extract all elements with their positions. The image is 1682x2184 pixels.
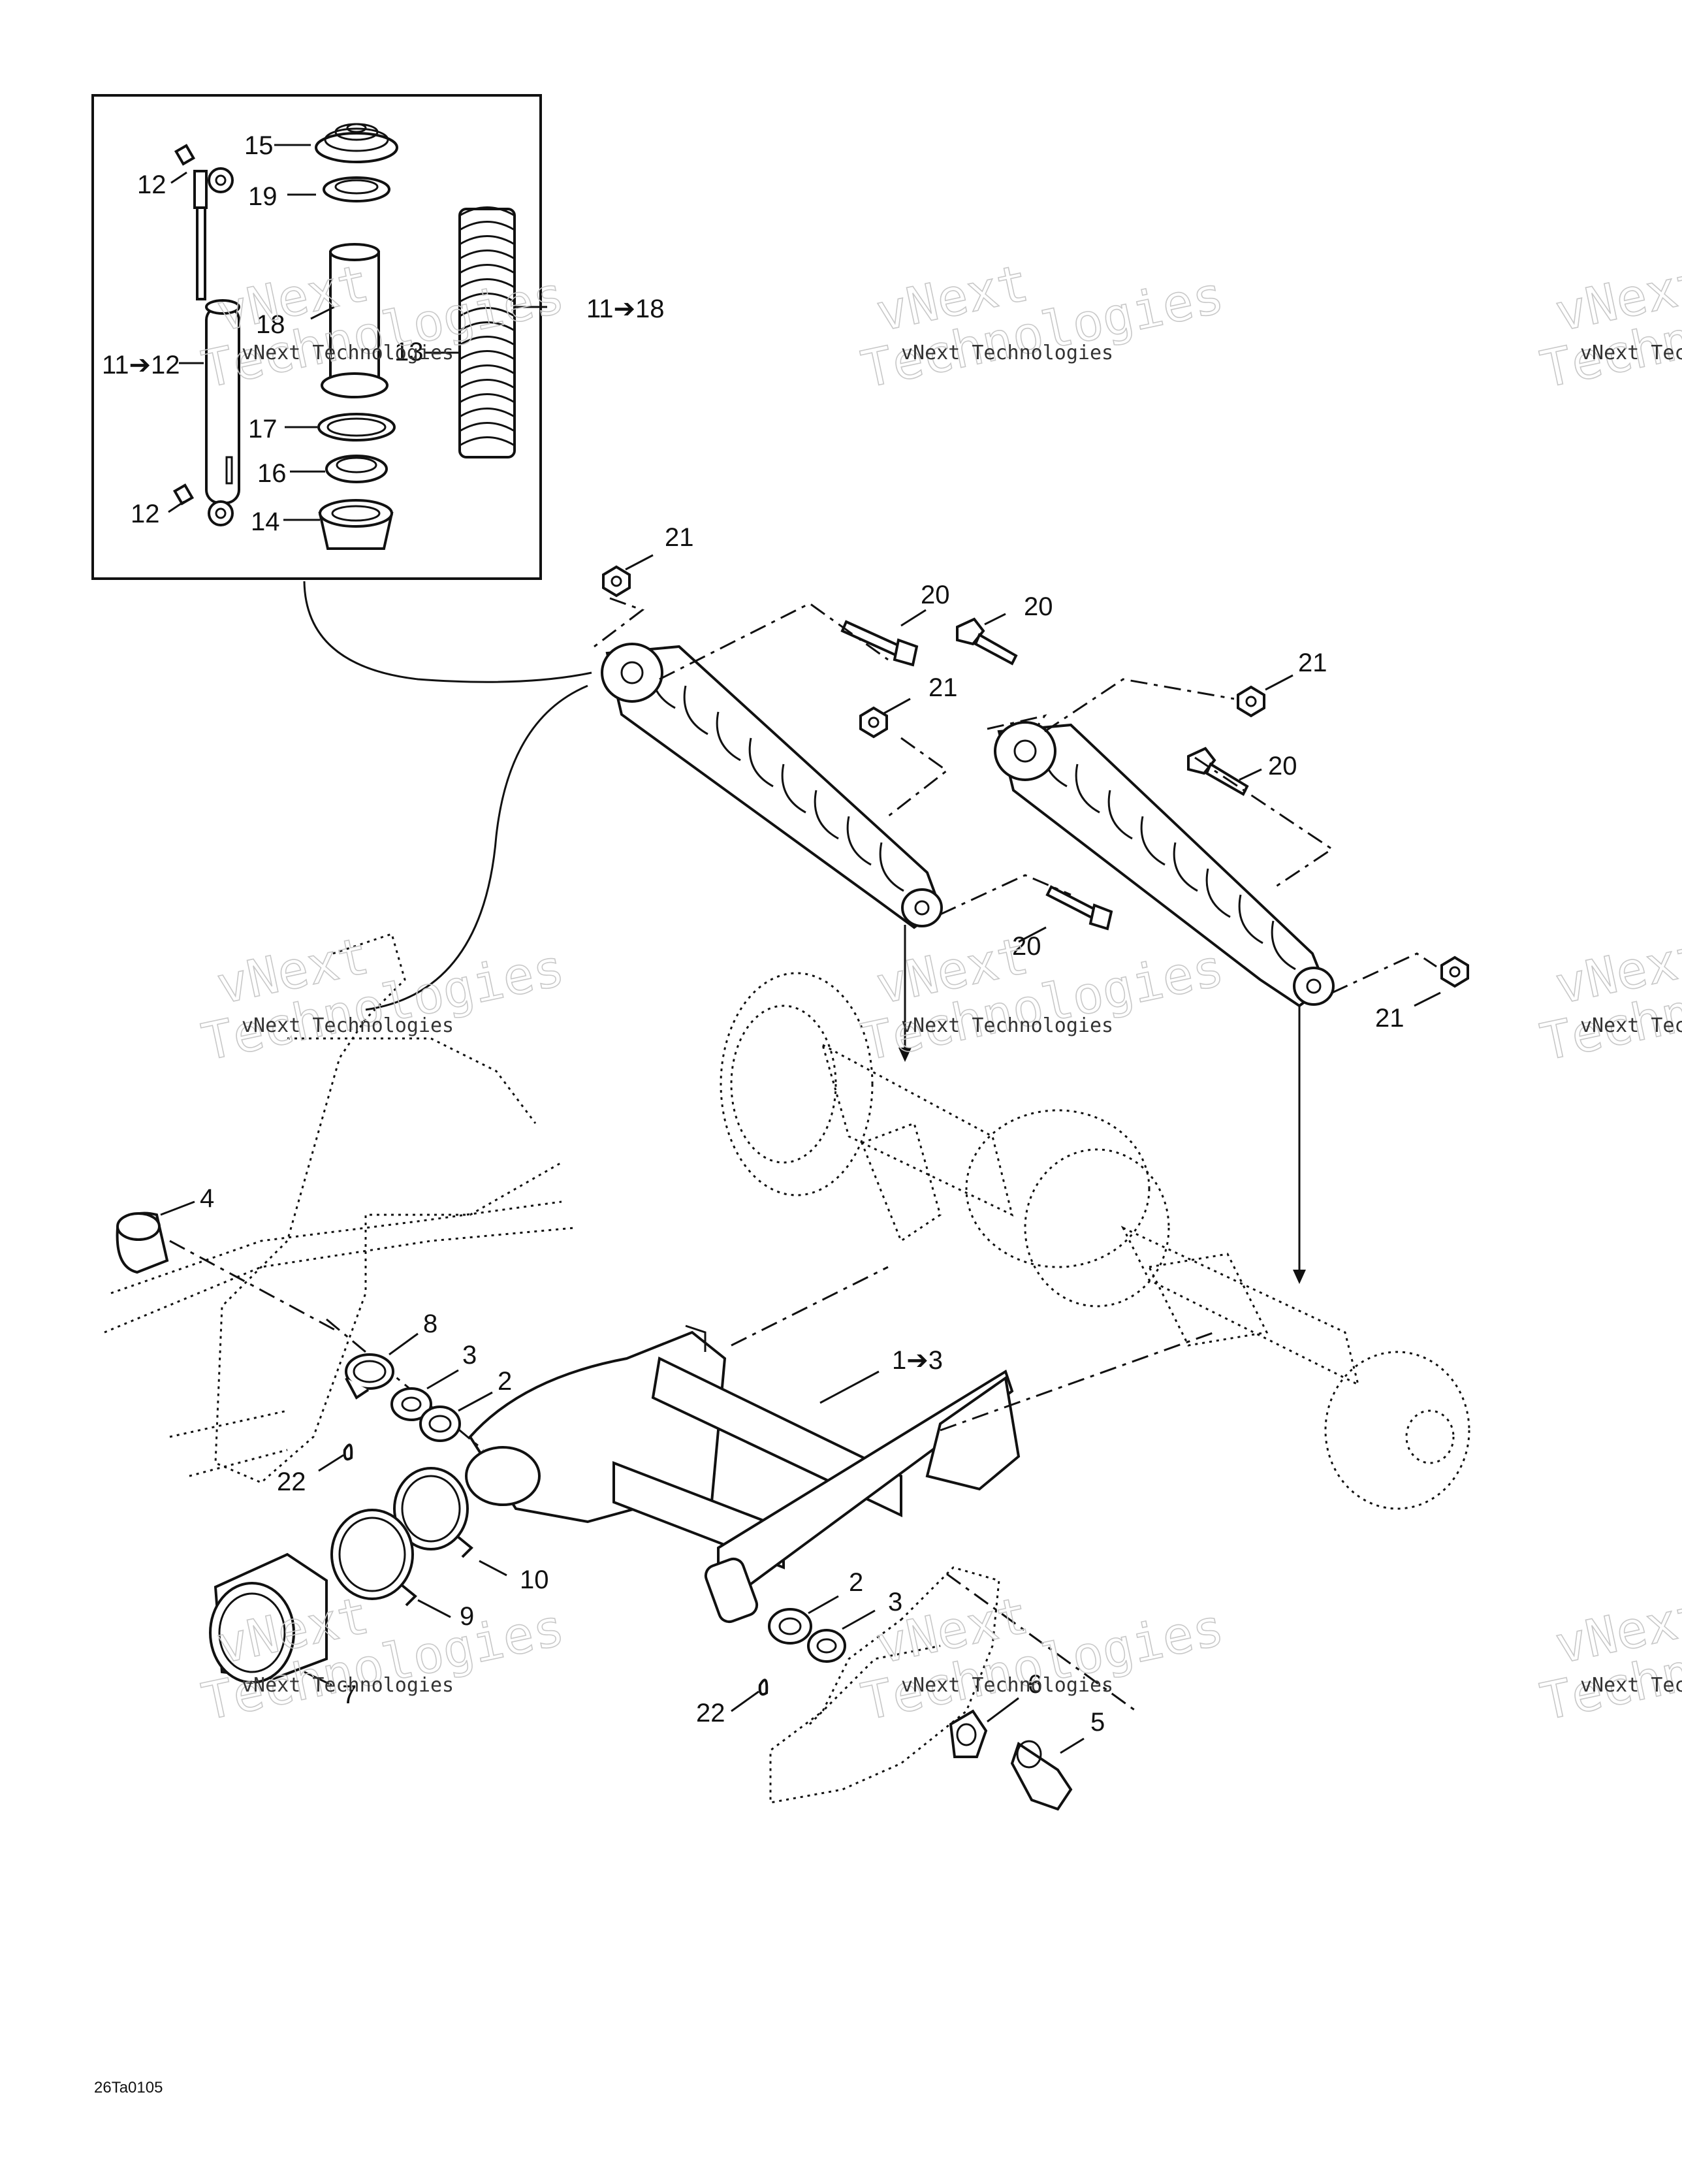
callout-16: 16 bbox=[257, 459, 287, 488]
callout-21-c: 21 bbox=[1298, 649, 1327, 677]
frame-right-drawing bbox=[769, 1566, 1000, 1804]
flange-bolt-1 bbox=[840, 620, 919, 667]
callout-12-top: 12 bbox=[137, 170, 167, 199]
svg-text:vNext Technologies: vNext Technologies bbox=[1580, 1674, 1682, 1697]
hex-nut-top-right bbox=[1237, 685, 1265, 718]
flange-bolt-4 bbox=[1045, 885, 1113, 931]
callout-2-left: 2 bbox=[498, 1367, 512, 1396]
callout-21-a: 21 bbox=[665, 523, 694, 552]
main-leader-lines bbox=[160, 554, 1441, 1754]
grease-drop-part-22-left bbox=[343, 1443, 353, 1461]
rear-axle-housing-drawing bbox=[720, 972, 1470, 1510]
swing-arm-drawing bbox=[465, 1325, 1021, 1624]
callout-18: 18 bbox=[256, 310, 285, 339]
grease-drop-part-22-right bbox=[758, 1678, 769, 1696]
watermark-9: vNext Technologies vNext Technologies bbox=[1535, 1586, 1682, 1733]
clamp-part-8 bbox=[345, 1353, 394, 1400]
svg-text:vNext Technologies: vNext Technologies bbox=[242, 1014, 454, 1037]
clamp-part-10 bbox=[393, 1467, 473, 1558]
callout-13: 13 bbox=[394, 338, 424, 366]
bushing-cap-part-4 bbox=[116, 1212, 169, 1274]
o-ring-drawing bbox=[317, 413, 396, 442]
bearing-part-2-right bbox=[768, 1608, 812, 1645]
callout-3-right: 3 bbox=[888, 1588, 902, 1616]
retainer-ring-drawing bbox=[323, 176, 390, 202]
callout-15: 15 bbox=[244, 131, 274, 160]
callout-2-right: 2 bbox=[849, 1568, 863, 1597]
svg-text:vNext Technologies: vNext Technologies bbox=[901, 1674, 1113, 1697]
svg-text:vNext Technologies: vNext Technologies bbox=[901, 342, 1113, 364]
inset-leader-lines bbox=[168, 144, 547, 521]
svg-text:vNext Technologies: vNext Technologies bbox=[1580, 1014, 1682, 1037]
bearing-part-2-left bbox=[419, 1405, 461, 1442]
hex-nut-top-left bbox=[602, 565, 631, 598]
flange-bolt-3 bbox=[1187, 747, 1249, 796]
shock-to-axle-arrows bbox=[898, 925, 1306, 1284]
hex-nut-mid bbox=[859, 706, 888, 739]
callout-1-3: 1➔3 bbox=[892, 1346, 943, 1375]
callout-14: 14 bbox=[251, 507, 280, 536]
shock-absorber-right-drawing bbox=[994, 721, 1335, 1008]
shock-to-frame-connector bbox=[365, 684, 588, 1011]
callout-3-left: 3 bbox=[462, 1341, 477, 1370]
watermark-6: vNext Technologies vNext Technologies bbox=[1535, 926, 1682, 1073]
callout-19: 19 bbox=[248, 182, 278, 211]
callout-12-bottom: 12 bbox=[131, 500, 160, 528]
callout-10: 10 bbox=[520, 1566, 549, 1594]
frame-left-drawing bbox=[104, 933, 575, 1484]
inset-to-shock-connector bbox=[303, 581, 592, 683]
callout-20-d: 20 bbox=[1012, 932, 1041, 961]
svg-text:vNext Technologies: vNext Technologies bbox=[242, 1674, 454, 1697]
adjuster-collar-drawing bbox=[318, 499, 394, 550]
callout-6: 6 bbox=[1028, 1670, 1042, 1699]
washer-part-3-left bbox=[390, 1387, 432, 1421]
watermark-8: vNext Technologies vNext Technologies bbox=[856, 1586, 1230, 1733]
callout-20-c: 20 bbox=[1268, 752, 1297, 780]
callout-20-a: 20 bbox=[921, 581, 950, 609]
pivot-bolt-part-5 bbox=[1010, 1740, 1073, 1811]
shock-damper-drawing bbox=[172, 144, 240, 526]
nut-part-6 bbox=[949, 1709, 988, 1758]
watermark-3: vNext Technologies vNext Technologies bbox=[1535, 253, 1682, 400]
callout-8: 8 bbox=[423, 1309, 437, 1338]
flange-bolt-2 bbox=[956, 617, 1018, 666]
shock-detail-inset bbox=[91, 94, 542, 580]
callout-22-left: 22 bbox=[277, 1468, 306, 1496]
callout-5: 5 bbox=[1090, 1708, 1105, 1737]
shock-absorber-left-drawing bbox=[601, 643, 943, 929]
spring-seat-drawing bbox=[315, 123, 398, 163]
callout-11-18: 11➔18 bbox=[586, 295, 665, 323]
washer-part-3-right bbox=[807, 1629, 846, 1663]
callout-7: 7 bbox=[342, 1680, 357, 1709]
drawing-code: 26Ta0105 bbox=[94, 2079, 163, 2096]
coil-spring-drawing bbox=[458, 206, 516, 458]
svg-text:vNext Technologies: vNext Technologies bbox=[901, 1014, 1113, 1037]
callout-21-b: 21 bbox=[928, 673, 958, 702]
watermark-4: vNext Technologies vNext Technologies bbox=[197, 926, 570, 1073]
hex-nut-bottom-right bbox=[1440, 956, 1469, 988]
callout-4: 4 bbox=[200, 1184, 214, 1213]
callout-21-d: 21 bbox=[1375, 1004, 1404, 1033]
watermark-2: vNext Technologies vNext Technologies bbox=[856, 253, 1230, 400]
svg-text:vNext Technologies: vNext Technologies bbox=[1580, 342, 1682, 364]
callout-11-12: 11➔12 bbox=[102, 351, 180, 379]
boot-part-7 bbox=[209, 1552, 328, 1684]
callout-17: 17 bbox=[248, 415, 278, 443]
bump-stop-tube-drawing bbox=[321, 243, 389, 398]
clamp-part-9 bbox=[330, 1509, 417, 1607]
svg-text:vNext Technologies: vNext Technologies bbox=[242, 342, 454, 364]
bushing-drawing bbox=[325, 455, 388, 483]
callout-9: 9 bbox=[460, 1602, 474, 1631]
shock-assembly-lines bbox=[594, 597, 1437, 994]
callout-22-right: 22 bbox=[696, 1699, 725, 1727]
callout-20-b: 20 bbox=[1024, 592, 1053, 621]
